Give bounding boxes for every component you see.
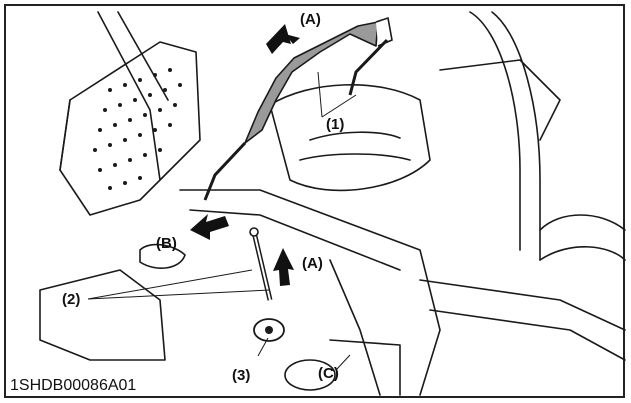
hitch-plate	[139, 243, 186, 269]
rear-frame-outer	[491, 11, 541, 261]
arrow-a-mid	[273, 248, 294, 286]
cover-crease-2	[299, 153, 411, 161]
arrow-b-left	[190, 214, 229, 240]
figure-code: 1SHDB00086A01	[10, 377, 137, 394]
engine-cover	[269, 83, 431, 192]
label-a-top: (A)	[300, 11, 321, 28]
bottom-plate	[329, 339, 401, 396]
label-b: (B)	[156, 235, 177, 252]
control-rod	[249, 227, 273, 301]
leader-lines	[87, 71, 357, 371]
right-housing	[539, 214, 626, 231]
label-3: (3)	[232, 367, 251, 384]
right-frame-bar-2	[429, 309, 626, 361]
cover-crease	[309, 131, 401, 141]
rear-frame	[469, 11, 521, 251]
hand-lever	[203, 16, 393, 201]
arrow-a-top	[266, 24, 300, 54]
figure-frame	[4, 4, 625, 398]
engine-block	[439, 59, 561, 141]
chassis-beam	[179, 189, 441, 396]
chassis-beam-lower	[189, 209, 401, 271]
label-a-mid: (A)	[302, 255, 323, 272]
lower-left-box	[39, 269, 166, 361]
label-1: (1)	[326, 116, 345, 133]
left-rail	[97, 11, 161, 181]
bottom-hub	[284, 359, 336, 391]
perforated-plate	[59, 41, 201, 216]
right-frame-bar	[419, 279, 626, 331]
plate-holes	[93, 68, 182, 190]
label-c: (C)	[318, 365, 339, 382]
left-rail-edge	[117, 11, 169, 101]
label-2: (2)	[62, 291, 81, 308]
right-housing-2	[539, 246, 626, 261]
support-bracket	[329, 259, 381, 396]
round-knob	[253, 318, 285, 342]
